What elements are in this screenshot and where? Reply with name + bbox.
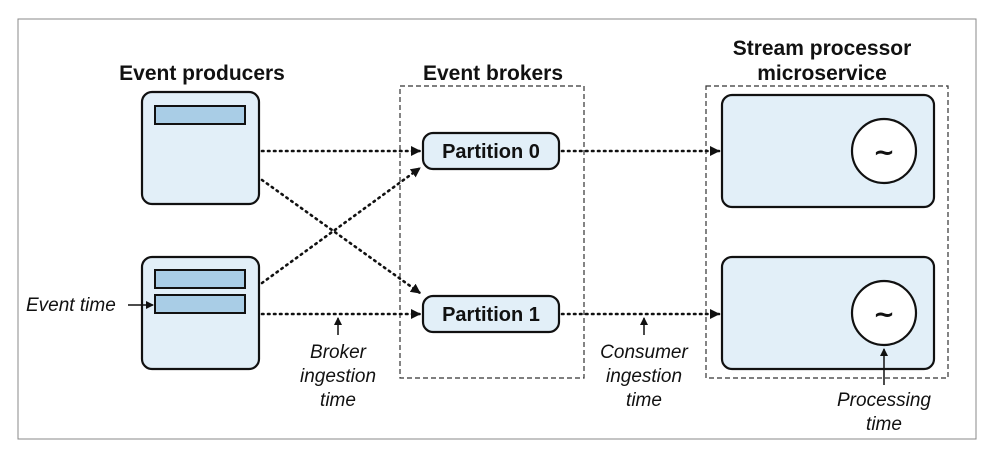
- partition-1-box: [421, 294, 561, 334]
- broker-ingestion-label-line2: ingestion: [300, 366, 376, 387]
- heading-event-producers: Event producers: [119, 62, 285, 85]
- stream-processor-region: [705, 85, 949, 379]
- heading-stream-processor-line2: microservice: [757, 62, 887, 85]
- processor-instance-1: ~: [720, 93, 936, 209]
- processor-2-tilde-icon: ~: [873, 300, 895, 330]
- partition-1: Partition 1: [421, 294, 561, 334]
- producer-1-event-bar: [154, 105, 246, 125]
- consumer-ingestion-label-line2: ingestion: [606, 366, 682, 387]
- processor-1-tilde-icon: ~: [873, 138, 895, 168]
- broker-ingestion-label-line1: Broker: [310, 342, 367, 363]
- partition-0: Partition 0: [421, 131, 561, 171]
- event-time-label: Event time: [26, 295, 116, 316]
- partition-1-label: Partition 1: [442, 304, 540, 326]
- heading-stream-processor-line1: Stream processor: [733, 37, 912, 60]
- broker-ingestion-label-line3: time: [320, 390, 356, 411]
- consumer-ingestion-label-line1: Consumer: [600, 342, 688, 363]
- processor-2-function-circle: [850, 279, 918, 347]
- event-producer-1: [140, 90, 261, 206]
- producer-2-event-bar-1: [154, 269, 246, 289]
- arrow-producer1-to-partition1: [260, 178, 422, 295]
- processing-time-label-line2: time: [866, 414, 902, 435]
- processor-1-function-circle: [850, 117, 918, 185]
- arrow-producer2-to-partition0: [260, 166, 422, 285]
- processor-instance-2: ~: [720, 255, 936, 371]
- outer-frame: [17, 18, 977, 440]
- partition-0-box: [421, 131, 561, 171]
- consumer-ingestion-label-line3: time: [626, 390, 662, 411]
- heading-event-brokers: Event brokers: [423, 62, 563, 85]
- partition-0-label: Partition 0: [442, 141, 540, 163]
- producer-2-event-bar-2: [154, 294, 246, 314]
- processing-time-label-line1: Processing: [837, 390, 931, 411]
- event-brokers-region: [399, 85, 585, 379]
- event-producer-2: [140, 255, 261, 371]
